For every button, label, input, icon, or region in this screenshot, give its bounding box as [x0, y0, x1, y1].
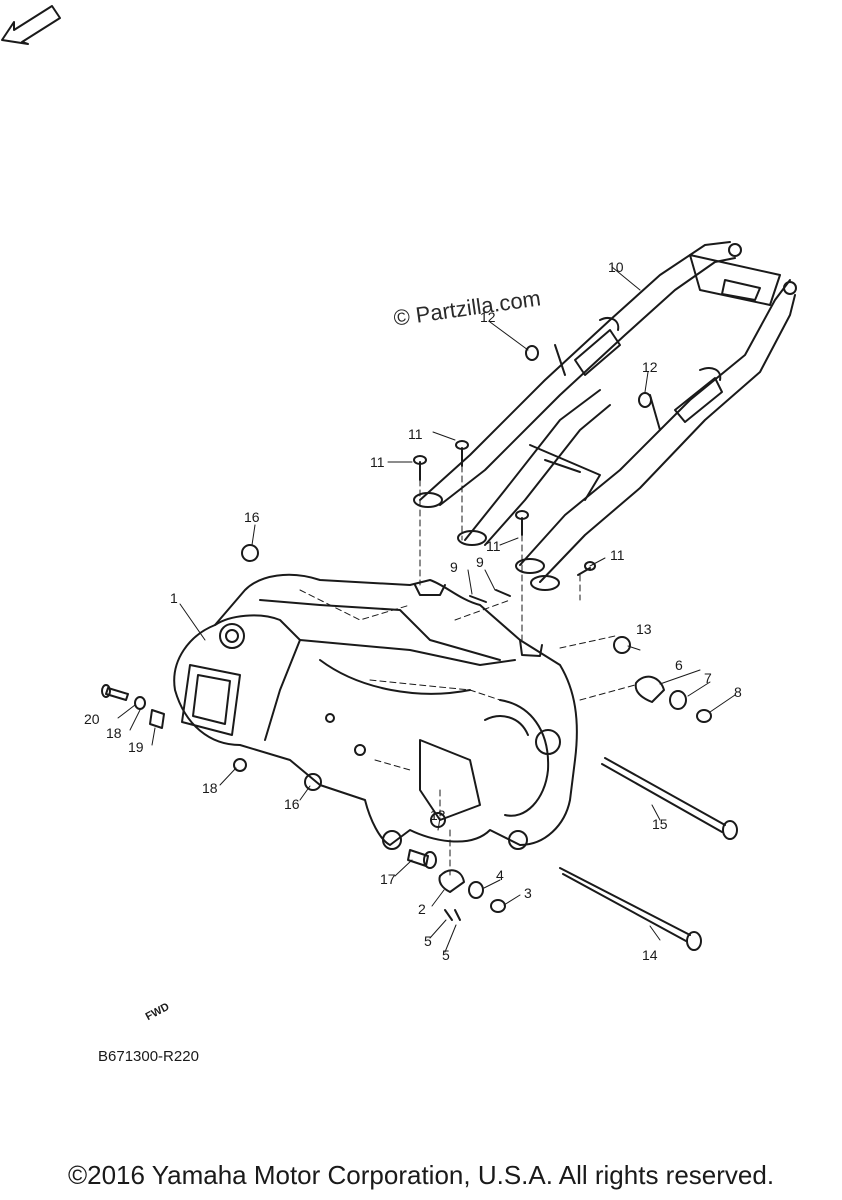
callout-c7: 7	[704, 670, 712, 686]
callout-c13a: 13	[636, 621, 652, 637]
leader-lines	[117, 266, 736, 953]
callout-c20: 20	[84, 711, 100, 727]
copyright-notice: ©2016 Yamaha Motor Corporation, U.S.A. A…	[67, 1160, 775, 1190]
rear-subframe	[413, 241, 797, 591]
small-hardware	[101, 345, 712, 921]
long-bolts	[559, 757, 738, 951]
callout-c16a: 16	[244, 509, 260, 525]
callout-c18a: 18	[106, 725, 122, 741]
callout-c1: 1	[170, 590, 178, 606]
callout-c9a: 9	[450, 559, 458, 575]
assembly-lines	[299, 465, 636, 876]
callout-c19: 19	[128, 739, 144, 755]
callout-c12a: 12	[480, 309, 496, 325]
callout-c11a: 11	[408, 426, 423, 442]
callout-c13b: 13	[430, 807, 446, 823]
callout-c6: 6	[675, 657, 683, 673]
callout-c8: 8	[734, 684, 742, 700]
callout-c15: 15	[652, 816, 668, 832]
callout-c11c: 11	[486, 538, 501, 554]
main-frame	[173, 573, 578, 850]
callout-c18b: 18	[202, 780, 218, 796]
callout-c17: 17	[380, 871, 396, 887]
callout-c5a: 5	[424, 933, 432, 949]
callout-c3: 3	[524, 885, 532, 901]
callout-c11b: 11	[370, 454, 385, 470]
callout-c10: 10	[608, 259, 624, 275]
callout-c14: 14	[642, 947, 658, 963]
fwd-arrow-icon	[1, 5, 61, 45]
callout-c11d: 11	[610, 547, 625, 563]
callout-c4: 4	[496, 867, 504, 883]
diagram-code: B671300-R220	[98, 1048, 199, 1065]
callout-c16b: 16	[284, 796, 300, 812]
callout-c12b: 12	[642, 359, 658, 375]
callout-c2: 2	[418, 901, 426, 917]
callout-c5b: 5	[442, 947, 450, 963]
callout-c9b: 9	[476, 554, 484, 570]
